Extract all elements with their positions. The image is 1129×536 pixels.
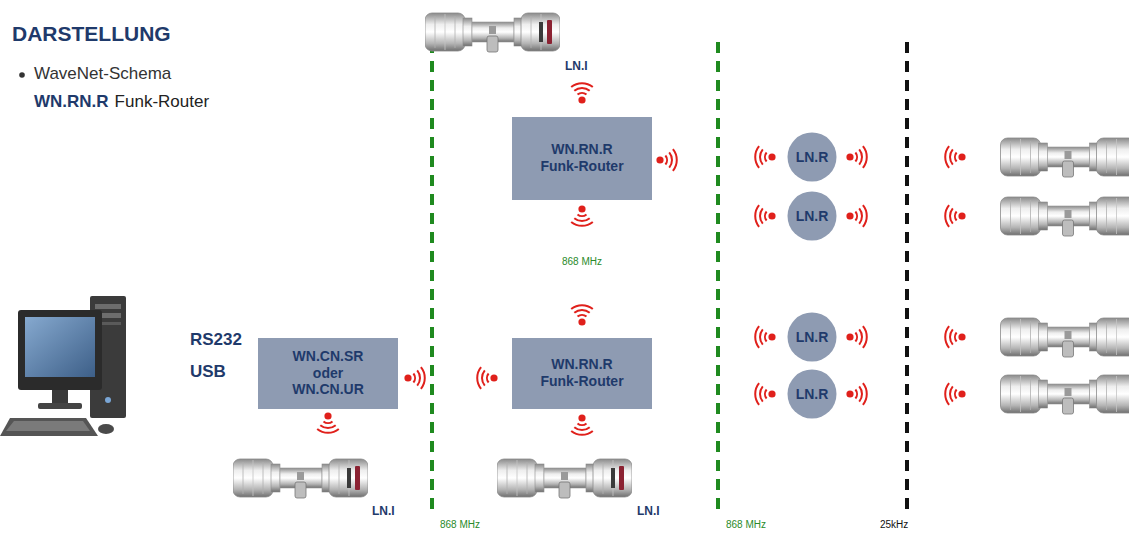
frequency-separator xyxy=(905,42,909,514)
circle-shape xyxy=(788,192,837,241)
device-label: LN.I xyxy=(565,60,588,74)
controller-box: WN.CN.SR oder WN.CN.UR xyxy=(258,338,398,409)
page-title: DARSTELLUNG xyxy=(12,22,171,46)
subtitle-device: WN.RN.R xyxy=(34,92,109,112)
radio-waves xyxy=(317,83,965,435)
node-label: LN.R xyxy=(796,386,829,403)
router-box: WN.RN.R Funk-Router xyxy=(512,117,652,200)
frequency-label: 868 MHz xyxy=(726,519,766,531)
bullet xyxy=(19,72,25,78)
frequency-label: 25kHz xyxy=(880,519,908,531)
repeater-circle: LN.R xyxy=(787,312,837,362)
computer-illustration xyxy=(0,296,126,436)
circle-shape xyxy=(788,133,837,182)
device-label: LN.I xyxy=(372,505,395,519)
frequency-separator xyxy=(716,42,720,514)
device-label: LN.I xyxy=(637,505,660,519)
circle-shape xyxy=(788,370,837,419)
lock-cylinder xyxy=(1001,138,1129,177)
lock-cylinder xyxy=(1001,375,1129,414)
subtitle: WaveNet-Schema xyxy=(34,64,171,84)
interface-label: USB xyxy=(190,362,226,382)
frequency-label: 868 MHz xyxy=(562,256,602,268)
circle-shape xyxy=(788,313,837,362)
lock-cylinder xyxy=(497,459,632,498)
repeater-circle: LN.R xyxy=(787,369,837,419)
frequency-label: 868 MHz xyxy=(440,519,480,531)
frequency-separator xyxy=(430,42,434,514)
subtitle-device: Funk-Router xyxy=(115,92,209,112)
node-label: WN.RN.R Funk-Router xyxy=(532,141,632,175)
repeater-circle: LN.R xyxy=(787,132,837,182)
node-label: WN.RN.R Funk-Router xyxy=(532,356,632,390)
lock-cylinder xyxy=(1001,197,1129,236)
lock-cylinder xyxy=(233,459,368,498)
node-label: LN.R xyxy=(796,208,829,225)
repeater-circle: LN.R xyxy=(787,191,837,241)
node-label: WN.CN.SR oder WN.CN.UR xyxy=(278,348,378,398)
node-label: LN.R xyxy=(796,149,829,166)
interface-label: RS232 xyxy=(190,330,242,350)
node-label: LN.R xyxy=(796,329,829,346)
lock-cylinder xyxy=(425,13,560,52)
router-box: WN.RN.R Funk-Router xyxy=(512,338,652,409)
lock-cylinder xyxy=(1001,318,1129,357)
